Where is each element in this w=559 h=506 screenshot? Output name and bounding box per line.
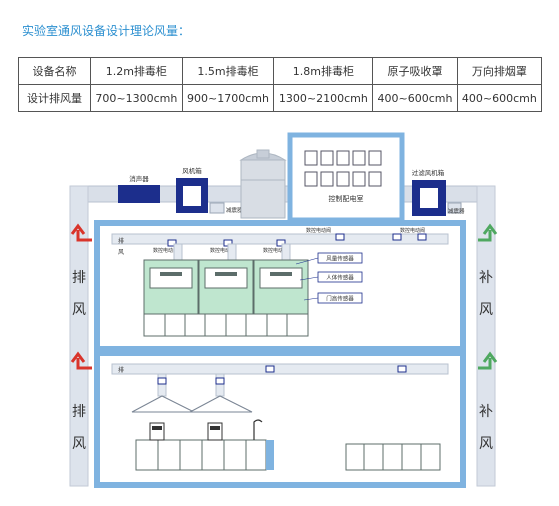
table-header-cell: 1.8m排毒柜	[273, 57, 374, 85]
control-room-window	[336, 150, 350, 166]
exhaust-char-lower: 风	[72, 436, 86, 452]
valve-icon	[392, 233, 402, 241]
table-cell: 400~600cmh	[456, 84, 543, 112]
fume-hood-vent	[215, 272, 237, 276]
supply-char-upper: 风	[479, 302, 493, 318]
floor-slab	[100, 346, 460, 356]
hood-duct-drop	[281, 243, 291, 263]
valve-icon	[215, 377, 225, 385]
control-room-window	[352, 150, 366, 166]
fume-hood-vent	[270, 272, 292, 276]
valve-icon	[417, 233, 427, 241]
lower-floor-marker: 排	[118, 366, 124, 374]
valve-label: 数控电动阀	[263, 247, 288, 254]
damper-left-box	[209, 202, 225, 214]
sensor-human-label: 人体传感器	[326, 274, 354, 282]
page-title: 实验室通风设备设计理论风量：	[22, 24, 191, 38]
upper-floor-marker-sub: 风	[118, 249, 124, 256]
sensor-leader-line	[299, 276, 319, 281]
hood-duct-drop	[227, 243, 237, 263]
control-room-label: 控制配电室	[329, 194, 364, 203]
table-header-cell: 1.2m排毒柜	[90, 57, 183, 85]
fan-box-left-window	[183, 186, 201, 206]
control-room-window	[320, 171, 334, 187]
hood-duct-drop	[173, 243, 183, 263]
control-room-window	[304, 171, 318, 187]
filter-fan-box-label: 过滤风机箱	[412, 168, 445, 177]
control-room-window	[336, 171, 350, 187]
table-cell: 700~1300cmh	[90, 84, 183, 112]
scrubber-tower	[240, 159, 286, 219]
control-room-window	[368, 171, 382, 187]
table-cell: 设计排风量	[18, 84, 91, 112]
instrument-screen	[210, 426, 220, 430]
canopy-duct-drop	[215, 373, 225, 397]
exhaust-arrow-upper-icon	[70, 223, 92, 242]
exhaust-char-upper: 风	[72, 302, 86, 318]
left-vertical-duct	[69, 185, 89, 487]
damper-right-box	[447, 202, 462, 214]
sink-stand	[266, 440, 274, 470]
damper-left-label: 减震器	[226, 206, 243, 214]
instrument	[149, 422, 165, 441]
silencer-box	[118, 185, 160, 203]
supply-char-lower: 风	[479, 436, 493, 452]
upper-floor-marker: 排	[118, 237, 124, 245]
fume-hood-sash	[204, 267, 248, 289]
table-row: 设计排风量 700~1300cmh 900~1700cmh 1300~2100c…	[18, 84, 543, 112]
right-vertical-duct	[476, 185, 496, 487]
valve-icon	[167, 239, 177, 247]
fume-hood-vent	[160, 272, 182, 276]
valve-label: 数控电动阀	[400, 227, 425, 234]
valve-label: 数控电动阀	[210, 247, 235, 254]
instrument	[207, 422, 223, 441]
table-cell: 1300~2100cmh	[273, 84, 374, 112]
valve-label: 数控电动阀	[153, 247, 178, 254]
supply-arrow-lower-icon	[478, 351, 498, 370]
table-header-cell: 1.5m排毒柜	[181, 57, 275, 85]
control-room-window	[304, 150, 318, 166]
sensor-leader-line	[295, 257, 319, 265]
table-header-cell: 设备名称	[18, 57, 91, 85]
table-header-row: 设备名称 1.2m排毒柜 1.5m排毒柜 1.8m排毒柜 原子吸收罩 万向排烟罩	[18, 57, 543, 85]
valve-icon	[276, 239, 286, 247]
fume-hood-sash	[149, 267, 193, 289]
scrubber-outlet	[256, 149, 270, 159]
valve-icon	[397, 365, 407, 373]
damper-right-label: 减震器	[448, 207, 465, 215]
lower-ceiling-duct	[111, 363, 449, 375]
exhaust-char-lower: 排	[72, 404, 86, 420]
exhaust-char-upper: 排	[72, 270, 86, 286]
lab-bench-right	[345, 443, 441, 471]
exhaust-arrow-lower-icon	[70, 351, 92, 370]
supply-char-upper: 补	[479, 270, 493, 286]
canopy-hood	[131, 395, 195, 413]
instrument-screen	[152, 426, 162, 430]
canopy-duct-drop	[157, 373, 167, 397]
valve-icon	[265, 365, 275, 373]
supply-char-lower: 补	[479, 404, 493, 420]
airflow-spec-table: 设备名称 1.2m排毒柜 1.5m排毒柜 1.8m排毒柜 原子吸收罩 万向排烟罩…	[18, 57, 543, 112]
filter-fan-box-window	[420, 188, 438, 208]
sensor-leader-line	[303, 297, 319, 301]
sensor-airflow-label: 风量传感器	[326, 255, 354, 263]
supply-arrow-upper-icon	[478, 223, 498, 242]
table-cell: 900~1700cmh	[181, 84, 275, 112]
canopy-hood	[189, 395, 253, 413]
control-room-window	[320, 150, 334, 166]
control-room-window	[368, 150, 382, 166]
fan-box-label: 风机箱	[182, 166, 202, 175]
valve-icon	[335, 233, 345, 241]
control-room-window	[352, 171, 366, 187]
faucet	[253, 419, 263, 440]
valve-label: 数控电动阀	[306, 227, 331, 234]
fume-hood-sash	[259, 267, 303, 289]
sensor-sash-label: 门高传感器	[326, 295, 354, 303]
silencer-label: 消声器	[129, 174, 149, 183]
table-cell: 400~600cmh	[372, 84, 458, 112]
valve-icon	[157, 377, 167, 385]
